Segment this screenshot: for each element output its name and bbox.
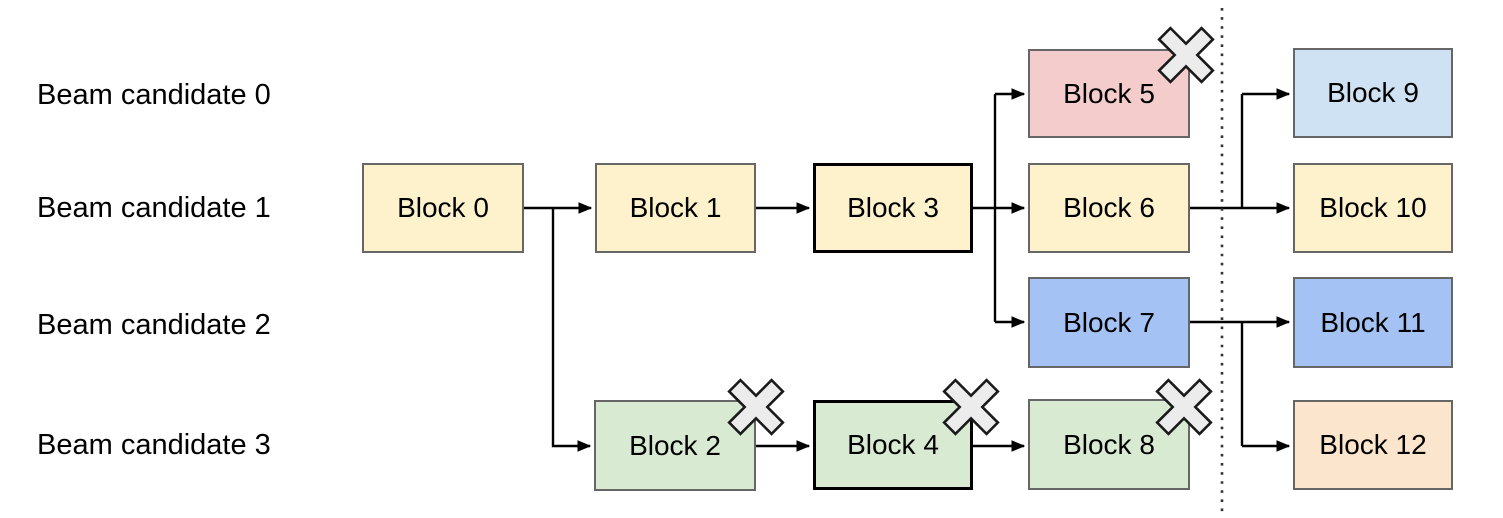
edge-block0-block2 (551, 208, 590, 446)
row-label-beam-candidate-3: Beam candidate 3 (37, 429, 271, 461)
block-1: Block 1 (595, 163, 756, 253)
row-label-beam-candidate-1: Beam candidate 1 (37, 192, 271, 224)
block-12: Block 12 (1293, 400, 1453, 490)
block-6: Block 6 (1028, 163, 1190, 253)
block-0: Block 0 (362, 163, 524, 253)
row-label-beam-candidate-0: Beam candidate 0 (37, 79, 271, 111)
block-7: Block 7 (1028, 277, 1190, 368)
block-4: Block 4 (813, 400, 973, 490)
block-11: Block 11 (1293, 277, 1453, 368)
block-3: Block 3 (813, 163, 973, 253)
edges (524, 94, 1289, 446)
block-9: Block 9 (1293, 48, 1453, 138)
block-2: Block 2 (594, 400, 756, 491)
block-10: Block 10 (1293, 163, 1453, 253)
block-8: Block 8 (1028, 399, 1190, 490)
block-5: Block 5 (1028, 49, 1190, 138)
row-label-beam-candidate-2: Beam candidate 2 (37, 309, 271, 341)
